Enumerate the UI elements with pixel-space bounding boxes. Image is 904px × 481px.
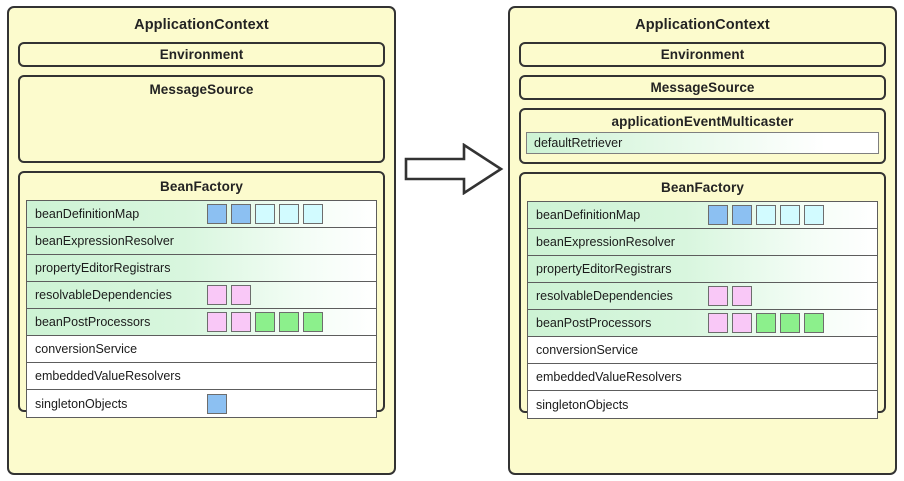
bean-entry-chip-pink (708, 313, 728, 333)
bean-entry-chip-blue (207, 204, 227, 224)
bean-factory-row: embeddedValueResolvers (27, 363, 376, 390)
bean-entry-chip-blue (231, 204, 251, 224)
bean-entry-chip-pink (231, 312, 251, 332)
bean-factory-row-label: singletonObjects (536, 397, 629, 412)
bean-factory-row: beanDefinitionMap (27, 201, 376, 228)
bean-entry-chip-palecyan (780, 205, 800, 225)
application-event-multicaster-label: applicationEventMulticaster (611, 114, 794, 129)
page-title-right: ApplicationContext (635, 17, 770, 33)
bean-entry-chip-pink (207, 285, 227, 305)
application-context-panel-before: ApplicationContext Environment MessageSo… (7, 6, 396, 475)
environment-box-left: Environment (18, 42, 385, 67)
right-arrow-icon (404, 143, 504, 195)
bean-factory-row-list-right: beanDefinitionMap beanExpressionResolver p… (527, 201, 878, 419)
bean-entry-chip-pink (732, 313, 752, 333)
bean-factory-row: singletonObjects (27, 390, 376, 417)
bean-factory-row: beanExpressionResolver (528, 229, 877, 256)
default-retriever-label: defaultRetriever (534, 136, 623, 150)
bean-factory-row-label: propertyEditorRegistrars (35, 261, 171, 275)
bean-factory-row: singletonObjects (528, 391, 877, 418)
bean-factory-row-label: resolvableDependencies (536, 289, 673, 303)
bean-entry-chip-green (756, 313, 776, 333)
bean-factory-row-label: embeddedValueResolvers (35, 369, 181, 383)
bean-factory-row-list-left: beanDefinitionMap beanExpressionResolver p… (26, 200, 377, 418)
environment-label-right: Environment (660, 47, 745, 62)
bean-entry-chip-palecyan (303, 204, 323, 224)
page-title-left: ApplicationContext (134, 17, 269, 33)
bean-factory-row: beanDefinitionMap (528, 202, 877, 229)
bean-factory-row-label: beanPostProcessors (536, 316, 652, 330)
bean-factory-row: resolvableDependencies (528, 283, 877, 310)
bean-entry-chip-palecyan (804, 205, 824, 225)
bean-factory-row: resolvableDependencies (27, 282, 376, 309)
default-retriever-row: defaultRetriever (526, 132, 879, 154)
bean-factory-row-label: singletonObjects (35, 396, 128, 411)
message-source-label-right: MessageSource (650, 80, 755, 95)
bean-entry-chip-palecyan (279, 204, 299, 224)
bean-factory-label-left: BeanFactory (160, 179, 243, 194)
bean-entry-chip-group (207, 201, 323, 227)
bean-entry-chip-blue (732, 205, 752, 225)
bean-factory-row: conversionService (27, 336, 376, 363)
bean-factory-row-label: beanExpressionResolver (35, 234, 174, 248)
bean-factory-row-label: propertyEditorRegistrars (536, 262, 672, 276)
bean-entry-chip-green (303, 312, 323, 332)
bean-factory-row: beanPostProcessors (27, 309, 376, 336)
environment-label-left: Environment (159, 47, 244, 62)
message-source-box-right: MessageSource (519, 75, 886, 100)
bean-factory-label-right: BeanFactory (661, 180, 744, 195)
bean-factory-box-right: BeanFactory beanDefinitionMap beanExpress… (519, 172, 886, 419)
bean-entry-chip-blue (708, 205, 728, 225)
bean-entry-chip-group (207, 309, 323, 335)
bean-entry-chip-palecyan (756, 205, 776, 225)
bean-entry-chip-palecyan (255, 204, 275, 224)
bean-entry-chip-group (708, 310, 824, 336)
bean-entry-chip-group (207, 282, 251, 308)
bean-entry-chip-group (207, 390, 227, 417)
bean-factory-row: conversionService (528, 337, 877, 364)
bean-factory-row: propertyEditorRegistrars (528, 256, 877, 283)
bean-factory-box-left: BeanFactory beanDefinitionMap beanExpress… (18, 171, 385, 418)
bean-factory-row-label: conversionService (35, 342, 138, 356)
message-source-label-left: MessageSource (149, 82, 254, 97)
bean-factory-row: beanPostProcessors (528, 310, 877, 337)
environment-box-right: Environment (519, 42, 886, 67)
message-source-box-left: MessageSource (18, 75, 385, 163)
bean-entry-chip-green (780, 313, 800, 333)
application-context-panel-after: ApplicationContext Environment MessageSo… (508, 6, 897, 475)
bean-entry-chip-pink (207, 312, 227, 332)
bean-entry-chip-pink (708, 286, 728, 306)
bean-factory-row-label: conversionService (536, 343, 639, 357)
application-event-multicaster-box: applicationEventMulticaster defaultRetri… (519, 108, 886, 164)
bean-entry-chip-group (708, 202, 824, 228)
bean-factory-row: propertyEditorRegistrars (27, 255, 376, 282)
bean-factory-row-label: beanDefinitionMap (35, 207, 140, 221)
bean-factory-row-label: embeddedValueResolvers (536, 370, 682, 384)
bean-entry-chip-pink (732, 286, 752, 306)
bean-factory-row-label: beanDefinitionMap (536, 208, 641, 222)
bean-entry-chip-green (255, 312, 275, 332)
bean-entry-chip-green (279, 312, 299, 332)
bean-entry-chip-green (804, 313, 824, 333)
bean-entry-chip-pink (231, 285, 251, 305)
bean-factory-row: embeddedValueResolvers (528, 364, 877, 391)
bean-entry-chip-group (708, 283, 752, 309)
bean-factory-row: beanExpressionResolver (27, 228, 376, 255)
bean-factory-row-label: beanExpressionResolver (536, 235, 675, 249)
bean-factory-row-label: beanPostProcessors (35, 315, 151, 329)
bean-factory-row-label: resolvableDependencies (35, 288, 172, 302)
bean-entry-chip-blue (207, 393, 227, 414)
